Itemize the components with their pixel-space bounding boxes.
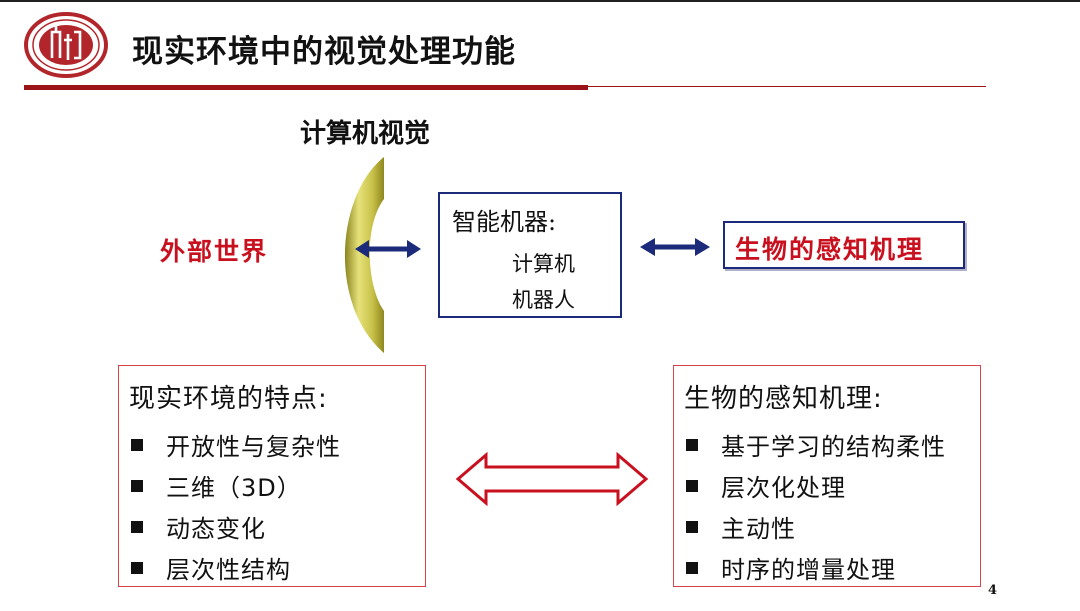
list-item: 开放性与复杂性 [131, 424, 341, 465]
environment-features-panel: 现实环境的特点: 开放性与复杂性 三维（3D） 动态变化 层次性结构 [118, 365, 426, 587]
page-number: 4 [988, 583, 998, 598]
list-item: 时序的增量处理 [686, 547, 946, 588]
computer-vision-label: 计算机视觉 [300, 119, 431, 149]
outer-world-label: 外部世界 [160, 237, 269, 266]
square-bullet-icon [686, 438, 698, 451]
top-border-line [0, 0, 1080, 2]
double-arrow-icon [355, 240, 421, 258]
feature-list: 开放性与复杂性 三维（3D） 动态变化 层次性结构 [131, 424, 341, 588]
machine-item-robot: 机器人 [512, 288, 575, 312]
panel-title: 现实环境的特点: [129, 384, 328, 414]
slide-title: 现实环境中的视觉处理功能 [132, 34, 516, 70]
square-bullet-icon [131, 520, 143, 533]
panel-title: 生物的感知机理: [684, 384, 883, 414]
list-item: 层次化处理 [686, 465, 946, 506]
bio-mechanism-label: 生物的感知机理 [735, 235, 925, 264]
machine-title: 智能机器: [452, 208, 557, 236]
list-item: 基于学习的结构柔性 [686, 424, 946, 465]
list-item-text: 主动性 [721, 515, 796, 543]
list-item: 主动性 [686, 506, 946, 547]
list-item: 层次性结构 [131, 547, 341, 588]
list-item-text: 动态变化 [166, 515, 266, 543]
bio-mechanism-box: 生物的感知机理 [723, 221, 965, 269]
square-bullet-icon [131, 438, 143, 451]
square-bullet-icon [686, 561, 698, 574]
list-item-text: 层次性结构 [166, 556, 291, 584]
square-bullet-icon [686, 520, 698, 533]
mechanism-list: 基于学习的结构柔性 层次化处理 主动性 时序的增量处理 [686, 424, 946, 588]
list-item-text: 时序的增量处理 [721, 556, 896, 584]
list-item: 动态变化 [131, 506, 341, 547]
list-item-text: 层次化处理 [721, 474, 846, 502]
list-item-text: 开放性与复杂性 [166, 433, 341, 461]
square-bullet-icon [686, 479, 698, 492]
machine-item-computer: 计算机 [512, 252, 575, 276]
double-arrow-outline-icon [456, 452, 648, 506]
university-seal-icon [24, 12, 108, 78]
bio-mechanism-panel: 生物的感知机理: 基于学习的结构柔性 层次化处理 主动性 时序的增量处理 [673, 365, 981, 587]
square-bullet-icon [131, 479, 143, 492]
title-underline-thick [24, 85, 588, 90]
title-underline-thin [588, 86, 986, 87]
intelligent-machine-box: 智能机器: 计算机 机器人 [438, 192, 622, 318]
list-item-text: 三维（3D） [166, 474, 302, 502]
list-item: 三维（3D） [131, 465, 341, 506]
square-bullet-icon [131, 561, 143, 574]
double-arrow-icon [640, 238, 710, 256]
list-item-text: 基于学习的结构柔性 [721, 433, 946, 461]
